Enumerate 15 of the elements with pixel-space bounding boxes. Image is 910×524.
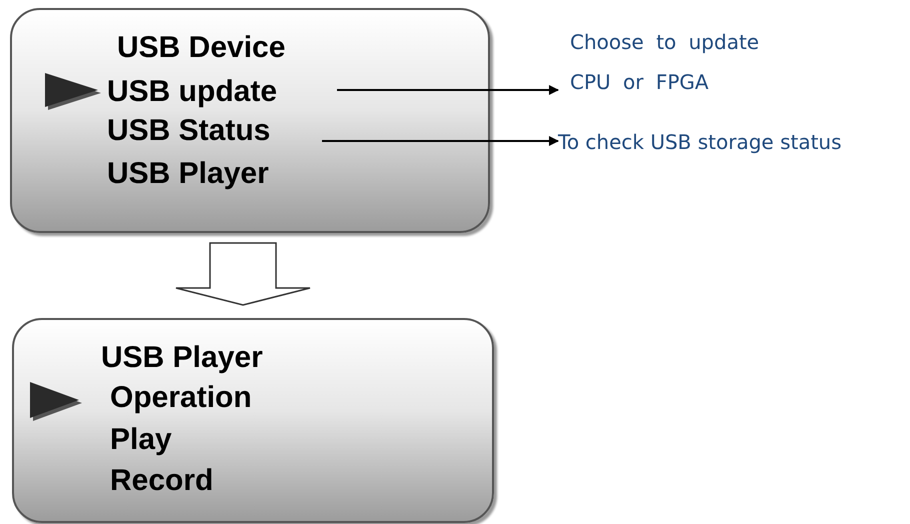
menu-item: USB Player (107, 157, 307, 191)
menu-item: USB update (107, 75, 337, 109)
arrow (337, 85, 559, 95)
menu-item: USB Status (107, 114, 322, 148)
menu-screen-box (12, 318, 494, 523)
arrow (322, 136, 559, 146)
annotation-text: Choose to update CPU or FPGA (558, 22, 790, 104)
menu-heading: USB Player (101, 341, 263, 375)
menu-item: Record (110, 464, 310, 498)
annotation-text: To check USB storage status (558, 122, 903, 162)
menu-screen-box (10, 8, 490, 233)
block-arrow (175, 242, 311, 306)
menu-item: Operation (110, 381, 310, 415)
menu-item: Play (110, 423, 310, 457)
menu-heading: USB Device (117, 31, 286, 65)
